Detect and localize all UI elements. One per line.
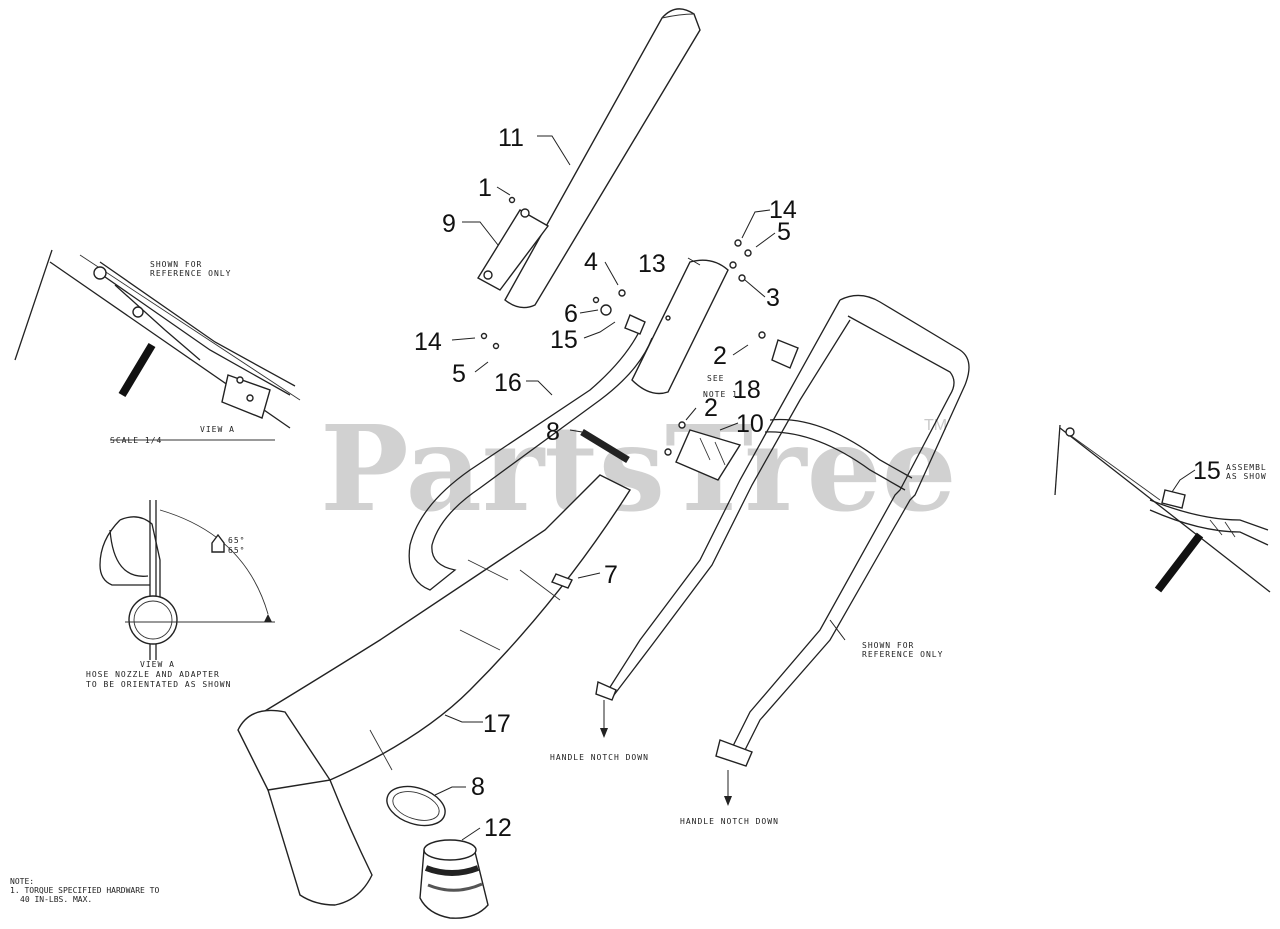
callout-9[interactable]: 9: [442, 210, 456, 238]
callout-5a[interactable]: 5: [452, 360, 466, 388]
callout-16[interactable]: 16: [494, 369, 522, 397]
label-view-a: VIEW A: [200, 425, 235, 434]
label-handle-notch-1: HANDLE NOTCH DOWN: [550, 753, 649, 762]
part-10-plate: [675, 429, 742, 481]
callout-8b[interactable]: 8: [471, 773, 485, 801]
watermark-trademark: TM: [924, 417, 947, 434]
part-11-tube: [504, 8, 701, 309]
part-8-strip: [580, 429, 630, 463]
label-shown-for-b: SHOWN FOR: [862, 641, 914, 650]
part-8-clamp: [386, 785, 446, 827]
callout-14b[interactable]: 14: [769, 196, 797, 224]
label-see: SEE: [707, 374, 724, 383]
arrow-notch-1: [600, 728, 608, 738]
callout-1[interactable]: 1: [478, 174, 492, 202]
part-17-tube: [237, 474, 632, 906]
label-assembly-2: AS SHOW: [1226, 472, 1267, 481]
callout-6[interactable]: 6: [564, 300, 578, 328]
callout-7[interactable]: 7: [604, 561, 618, 589]
callout-2a[interactable]: 2: [713, 342, 727, 370]
note-line-2: 40 IN-LBS. MAX.: [20, 895, 92, 904]
label-scale: SCALE 1/4: [110, 436, 162, 445]
callout-14a[interactable]: 14: [414, 328, 442, 356]
part-16-hose: [408, 329, 653, 591]
callout-12[interactable]: 12: [484, 814, 512, 842]
label-shown-for-ref: SHOWN FOR: [150, 260, 202, 269]
small-hardware: [480, 196, 799, 589]
caption-hose-nozzle: HOSE NOZZLE AND ADAPTER: [86, 670, 220, 679]
part-9-bracket: [477, 208, 550, 291]
callout-4[interactable]: 4: [584, 248, 598, 276]
watermark-brand: PartsTree: [320, 399, 957, 538]
part-13-sleeve: [631, 259, 729, 395]
callout-5b[interactable]: 5: [777, 218, 791, 246]
label-angle-2: 65°: [228, 546, 245, 555]
callout-15a[interactable]: 15: [550, 326, 578, 354]
note-title: NOTE:: [10, 877, 34, 886]
label-assembly-1: ASSEMBL: [1226, 463, 1267, 472]
callout-10[interactable]: 10: [736, 410, 764, 438]
callout-18[interactable]: 18: [733, 376, 761, 404]
callout-17[interactable]: 17: [483, 710, 511, 738]
note-line-1: 1. TORQUE SPECIFIED HARDWARE TO: [10, 886, 159, 895]
arrow-notch-2: [724, 796, 732, 806]
detail-reference-left: [14, 249, 301, 441]
callout-11[interactable]: 11: [498, 124, 524, 152]
part-12-nozzle: [419, 839, 489, 919]
label-reference-only-b: REFERENCE ONLY: [862, 650, 943, 659]
callout-13[interactable]: 13: [638, 250, 666, 278]
callout-2b[interactable]: 2: [704, 394, 718, 422]
detail-right-assembly: [1054, 424, 1271, 593]
caption-view-a: VIEW A: [140, 660, 175, 669]
handle-frame: [595, 294, 970, 767]
caption-orientated: TO BE ORIENTATED AS SHOWN: [86, 680, 231, 689]
detail-view-a: [99, 500, 275, 660]
callout-15b[interactable]: 15: [1193, 457, 1221, 485]
label-handle-notch-2: HANDLE NOTCH DOWN: [680, 817, 779, 826]
callout-3[interactable]: 3: [766, 284, 780, 312]
leader-lines: [434, 135, 1196, 841]
label-angle-1: 65°: [228, 536, 245, 545]
callout-8a[interactable]: 8: [546, 418, 560, 446]
label-note-1: NOTE 1: [703, 390, 738, 399]
label-reference-only: REFERENCE ONLY: [150, 269, 231, 278]
